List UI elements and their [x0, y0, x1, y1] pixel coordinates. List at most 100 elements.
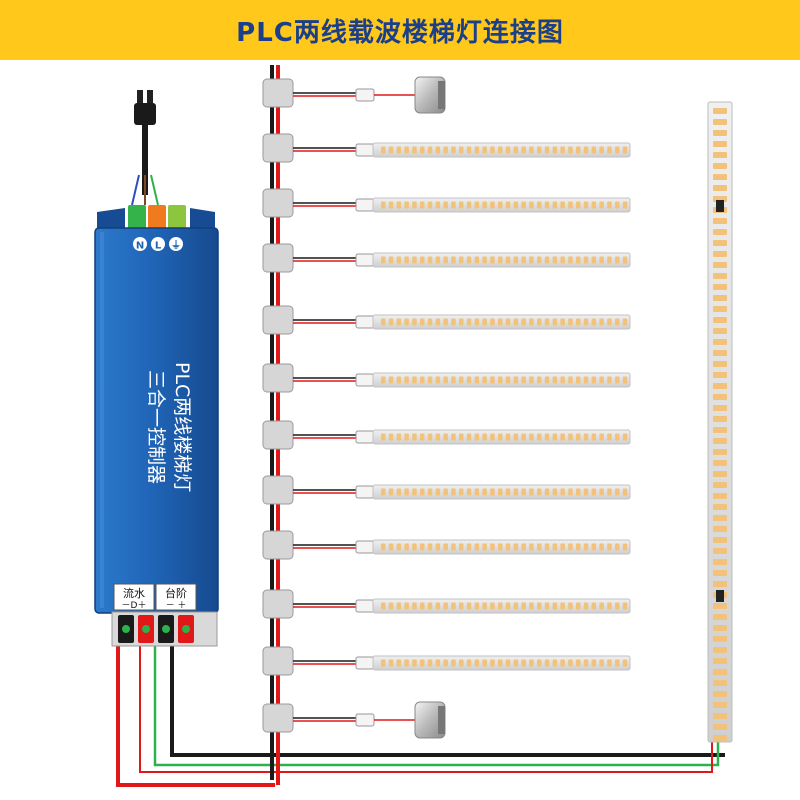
led-chip — [490, 318, 495, 326]
led-chip — [607, 318, 612, 326]
led-chip — [713, 405, 727, 411]
led-chip — [388, 659, 394, 667]
branch-plug-10 — [355, 599, 375, 613]
led-chip — [607, 543, 612, 551]
led-chip — [568, 433, 573, 441]
led-chip — [396, 146, 402, 154]
led-chip — [599, 543, 604, 551]
led-chip — [568, 318, 573, 326]
led-chip — [544, 433, 550, 441]
led-chip — [435, 543, 441, 551]
led-chip — [552, 376, 558, 384]
led-chip — [443, 659, 448, 667]
bus-connector-6 — [262, 363, 294, 393]
bus-connector-5 — [262, 305, 294, 335]
led-chip — [482, 256, 487, 264]
led-chip — [490, 256, 495, 264]
led-chip — [482, 488, 487, 496]
led-chip — [474, 433, 480, 441]
led-chip — [412, 488, 417, 496]
branch-plug-12 — [355, 713, 375, 727]
led-chip — [381, 602, 386, 610]
led-chip — [427, 146, 433, 154]
led-chip — [498, 256, 503, 264]
led-chip — [404, 488, 409, 496]
led-chip — [622, 256, 628, 264]
led-strip-8 — [372, 539, 631, 555]
plc-controller: N L ⏚ PLC两线楼梯灯 三合一控制器 流水 －D＋ 台阶 － ＋ — [94, 205, 219, 647]
led-chip — [576, 602, 581, 610]
led-chip — [713, 273, 727, 279]
led-chip — [560, 376, 565, 384]
led-chip — [599, 488, 604, 496]
led-chip — [599, 376, 604, 384]
led-chip — [412, 201, 417, 209]
led-chip — [420, 318, 425, 326]
led-chip — [490, 659, 495, 667]
led-chip — [576, 201, 581, 209]
led-chip — [599, 256, 604, 264]
led-chip — [713, 482, 727, 488]
led-chip — [544, 201, 550, 209]
led-chip — [396, 433, 402, 441]
led-chip — [420, 602, 425, 610]
branch-plug-1 — [355, 88, 375, 102]
led-chip — [490, 488, 495, 496]
led-chip — [404, 602, 409, 610]
led-chip — [713, 229, 727, 235]
led-chip — [607, 433, 612, 441]
controller-name-line1: PLC两线楼梯灯 — [171, 362, 193, 492]
led-chip — [482, 433, 487, 441]
led-chip — [388, 146, 394, 154]
led-chip — [615, 201, 620, 209]
led-chip — [505, 602, 511, 610]
led-chip — [474, 488, 480, 496]
led-chip — [443, 433, 448, 441]
led-chip — [607, 146, 612, 154]
led-chip — [466, 318, 472, 326]
led-strip-2 — [372, 197, 631, 213]
led-chip — [388, 201, 394, 209]
led-chip — [521, 602, 526, 610]
led-chip — [396, 256, 402, 264]
led-chip — [713, 361, 727, 367]
bus-connector-9 — [262, 530, 294, 560]
led-chip — [451, 256, 456, 264]
led-chip — [713, 306, 727, 312]
led-chip — [513, 543, 519, 551]
led-strip-7 — [372, 484, 631, 500]
led-chip — [396, 602, 402, 610]
led-chip — [599, 318, 604, 326]
flow-label: 流水 — [123, 586, 145, 600]
led-chip — [498, 146, 503, 154]
led-chip — [615, 318, 620, 326]
led-chip — [435, 602, 441, 610]
led-chip — [513, 318, 519, 326]
led-chip — [544, 318, 550, 326]
led-chip — [443, 201, 448, 209]
led-chip — [474, 201, 480, 209]
led-chip — [505, 146, 511, 154]
led-chip — [537, 376, 542, 384]
led-chip — [615, 543, 620, 551]
led-chip — [576, 488, 581, 496]
led-chip — [615, 146, 620, 154]
bus-connector-1 — [262, 78, 294, 108]
led-chip — [404, 201, 409, 209]
led-chip — [607, 488, 612, 496]
led-chip — [388, 433, 394, 441]
led-chip — [381, 433, 386, 441]
led-chip — [459, 256, 464, 264]
led-chip — [513, 602, 519, 610]
led-chip — [599, 201, 604, 209]
led-chip — [713, 658, 727, 664]
led-chip — [482, 376, 487, 384]
led-chip — [552, 256, 558, 264]
led-chip — [466, 146, 472, 154]
bus-connector-4 — [262, 243, 294, 273]
led-chip — [713, 548, 727, 554]
led-chip — [388, 318, 394, 326]
led-chip — [713, 702, 727, 708]
led-chip — [713, 130, 727, 136]
led-chip — [529, 318, 534, 326]
